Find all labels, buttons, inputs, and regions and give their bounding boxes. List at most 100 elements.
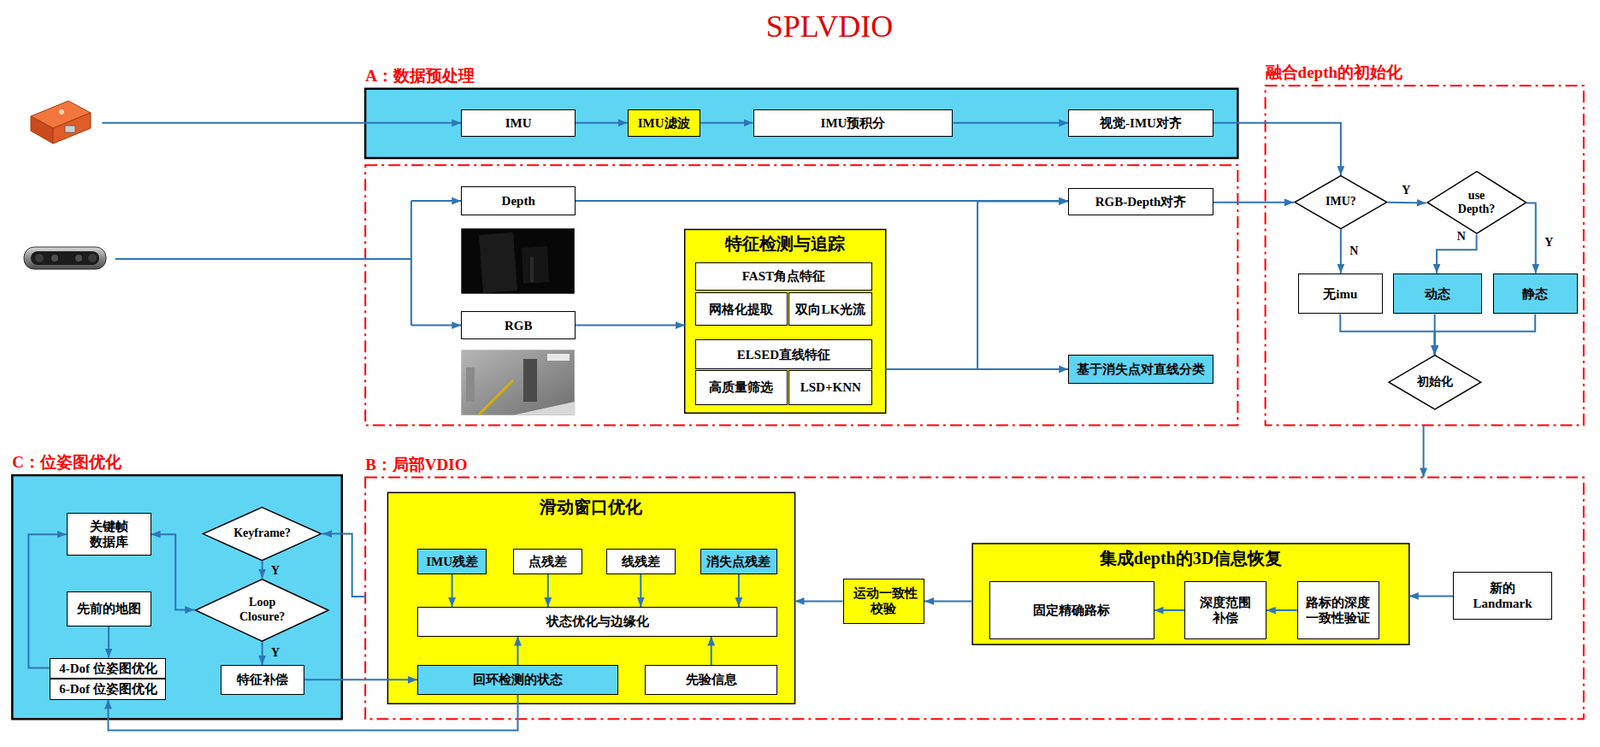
connector: [795, 600, 844, 603]
connector: [639, 574, 642, 608]
box-label: 状态优化与边缘化: [546, 614, 650, 630]
process-box: 路标的深度 一致性验证: [1297, 581, 1381, 640]
connector: [1409, 595, 1453, 597]
box-label: IMU残差: [425, 554, 479, 570]
process-box: 运动一致性 校验: [843, 578, 925, 626]
process-box: 特征补偿: [220, 665, 305, 696]
diamond-outline: [1427, 171, 1527, 234]
box-label: 基于消失点对直线分类: [1076, 361, 1205, 378]
connector: [304, 678, 418, 681]
diamond-outline: [203, 507, 322, 561]
connector: [575, 122, 628, 124]
process-box: 先验信息: [644, 665, 778, 696]
connector: [738, 574, 740, 608]
connector: [924, 600, 973, 603]
process-box: IMU预积分: [753, 109, 954, 137]
decision-diamond: Keyframe?: [201, 507, 323, 561]
region: B：局部VDIO滑动窗口优化IMU残差点残差线残差消失点残差状态优化与边缘化回环…: [365, 477, 1584, 720]
region-outline: [387, 492, 795, 704]
edge-label: Y: [269, 646, 282, 660]
region-outline: [365, 88, 1238, 159]
box-label: 关键帧 数据库: [80, 519, 137, 550]
connector: [1340, 230, 1342, 274]
edge-label: N: [1455, 230, 1468, 243]
process-box: 新的 Landmark: [1452, 572, 1553, 620]
region-heading: A：数据预处理: [365, 66, 475, 87]
connector: [1154, 609, 1186, 612]
connector: [700, 122, 754, 124]
process-box: 固定精确路标: [989, 581, 1154, 640]
box-label: Loop Closure?: [226, 596, 299, 626]
region-heading: 融合depth的初始化: [1265, 63, 1403, 83]
box-label: 高质量筛选: [708, 379, 774, 396]
process-box: 状态优化与边缘化: [417, 607, 778, 638]
box-label: 特征补偿: [236, 672, 289, 688]
box-label: 无imu: [1322, 286, 1358, 302]
box-label: 回环检测的状态: [472, 672, 563, 688]
box-label: IMU预积分: [820, 115, 886, 131]
box-label: 消失点残差: [706, 554, 771, 570]
connector: [151, 534, 195, 610]
box-label: IMU滤波: [637, 115, 691, 131]
box-label: 先前的地图: [76, 601, 142, 617]
connector: [517, 637, 520, 667]
edge-label: Y: [1542, 236, 1555, 249]
box-label: IMU?: [1325, 194, 1357, 210]
process-box: 视觉-IMU对齐: [1068, 109, 1213, 137]
process-box: RGB: [460, 311, 576, 340]
connector: [1340, 314, 1435, 356]
box-label: RGB-Depth对齐: [1095, 194, 1187, 210]
process-box: IMU滤波: [627, 109, 701, 137]
connector: [322, 534, 366, 597]
box-label: 静态: [1522, 286, 1548, 302]
box-label: LSD+KNN: [800, 379, 862, 396]
connector: [451, 574, 454, 608]
process-box: 关键帧 数据库: [66, 513, 152, 556]
connector: [261, 560, 264, 579]
diagram-title: SPLVDIO: [766, 8, 894, 46]
connector: [1266, 609, 1298, 612]
process-box: 先前的地图: [66, 591, 152, 627]
process-box: 线残差: [606, 549, 676, 575]
process-box: 4-Dof 位姿图优化: [49, 658, 166, 679]
connector: [1387, 201, 1427, 205]
region-outline: [365, 477, 1584, 720]
box-title: 集成depth的3D信息恢复: [972, 548, 1410, 569]
decision-diamond: IMU?: [1293, 175, 1388, 230]
connector: [953, 122, 1069, 124]
process-box: 高质量筛选: [695, 370, 789, 406]
process-box: 点残差: [513, 549, 583, 575]
connector: [1422, 425, 1425, 479]
box-label: Depth: [501, 193, 536, 209]
region-heading: C：位姿图优化: [11, 453, 122, 473]
box-label: Keyframe?: [233, 526, 291, 542]
box-label: RGB: [504, 318, 533, 334]
box-label: IMU: [505, 115, 532, 131]
box-label: 新的 Landmark: [1466, 580, 1539, 612]
connector: [108, 695, 519, 732]
diamond-outline: [195, 578, 329, 641]
region: 融合depth的初始化IMU?use Depth?无imu动态静态初始化: [1265, 85, 1584, 426]
process-box: 无imu: [1298, 273, 1383, 315]
box-label: 路标的深度 一致性验证: [1302, 595, 1375, 626]
connector: [1527, 202, 1536, 273]
box-label: 6-Dof 位姿图优化: [59, 681, 158, 697]
box-label: 运动一致性 校验: [853, 585, 916, 617]
connector: [1213, 201, 1294, 204]
box-label: FAST角点特征: [742, 268, 826, 284]
region-outline: [684, 229, 886, 414]
box-label: use Depth?: [1450, 188, 1504, 219]
connector: [261, 642, 264, 667]
region-outline: [1265, 85, 1584, 426]
depth-image: [460, 228, 575, 294]
region: 集成depth的3D信息恢复固定精确路标深度范围 补偿路标的深度 一致性验证: [972, 543, 1410, 645]
connector: [1434, 314, 1536, 356]
decision-diamond: use Depth?: [1426, 171, 1528, 235]
box-label: 4-Dof 位姿图优化: [59, 661, 158, 677]
edge-label: Y: [269, 565, 282, 579]
process-box: 回环检测的状态: [417, 665, 619, 696]
box-label: 视觉-IMU对齐: [1099, 115, 1182, 131]
process-box: 网格化提取: [695, 292, 789, 325]
box-title: 特征检测与追踪: [684, 233, 886, 254]
